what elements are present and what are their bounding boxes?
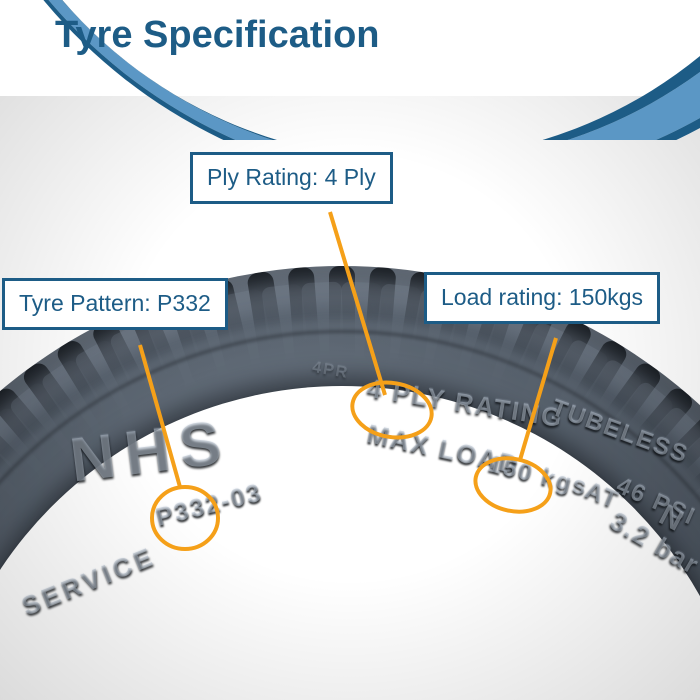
callout-load-rating[interactable]: Load rating: 150kgs [424, 272, 661, 325]
callout-ply-rating[interactable]: Ply Rating: 4 Ply [190, 152, 393, 205]
callout-tyre-pattern[interactable]: Tyre Pattern: P332 [2, 278, 228, 331]
page-title: Tyre Specification [55, 14, 380, 56]
